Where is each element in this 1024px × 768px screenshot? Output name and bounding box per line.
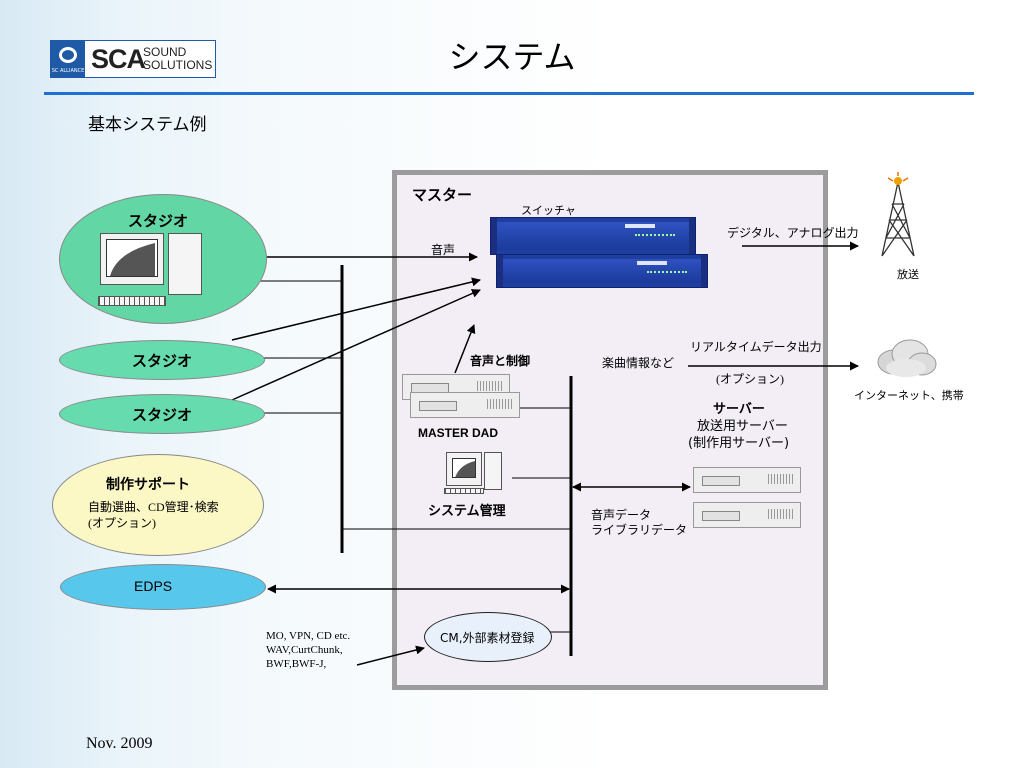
keyboard: [98, 296, 166, 306]
switcher-rack-icon: [490, 217, 696, 255]
server-line1: 放送用サーバー: [697, 419, 788, 434]
logo-subtext: SOUND SOLUTIONS: [143, 46, 212, 72]
format-line1: MO, VPN, CD etc.: [266, 630, 351, 642]
audio-data-label: 音声データ: [591, 508, 652, 522]
edps-label: EDPS: [134, 578, 173, 594]
master-dad-label: MASTER DAD: [418, 426, 498, 440]
cm-register-node: [424, 612, 552, 662]
studio-main-label: スタジオ: [128, 212, 189, 230]
format-line2: WAV,CurtChunk,: [266, 644, 343, 656]
studio2-arrow: [231, 277, 481, 341]
server-title: サーバー: [713, 402, 765, 417]
audio-control-label: 音声と制御: [470, 354, 531, 368]
logo-mark: SCA: [91, 44, 146, 74]
studio-2-node: [59, 340, 265, 380]
switcher-rack-2-icon: [496, 254, 708, 288]
broadcast-label: 放送: [897, 269, 919, 281]
dad-control-arrow: [454, 324, 476, 374]
logo-circle-icon: [59, 47, 77, 63]
cloud-icon: [877, 339, 937, 377]
page-title: システム: [448, 38, 576, 76]
production-server-icon: [693, 502, 801, 528]
internet-label: インターネット、携帯: [854, 390, 964, 402]
sc-alliance-badge: SC ALLIANCE: [51, 41, 85, 77]
format-line3: BWF,BWF-J,: [266, 658, 327, 670]
monitor: [100, 233, 164, 285]
slide-subtitle: 基本システム例: [88, 115, 207, 135]
logo-sub-line2: SOLUTIONS: [143, 58, 213, 72]
pc-tower: [168, 233, 202, 295]
song-info-label: 楽曲情報など: [602, 356, 675, 370]
support-line2: (オプション): [88, 516, 156, 530]
logo-sub-line1: SOUND: [143, 45, 187, 59]
studio-2-label: スタジオ: [132, 352, 193, 370]
badge-text: SC ALLIANCE: [51, 68, 85, 74]
studio-3-node: [59, 394, 265, 434]
title-rule: [44, 92, 974, 95]
sca-logo: SC ALLIANCE SCA SOUND SOLUTIONS: [50, 40, 216, 78]
digital-analog-label: デジタル、アナログ出力: [727, 226, 859, 240]
edps-node: [60, 564, 266, 610]
library-data-label: ライブラリデータ: [591, 523, 688, 537]
studio-3-label: スタジオ: [132, 406, 193, 424]
cm-register-label: CM,外部素材登録: [440, 631, 535, 645]
audio-label: 音声: [431, 243, 456, 257]
production-support-node: [52, 454, 264, 556]
support-title: 制作サポート: [106, 477, 190, 493]
broadcast-server-icon: [693, 467, 801, 493]
server-line2: (制作用サーバー): [688, 436, 790, 451]
support-line1: 自動選曲、CD管理･検索: [88, 500, 219, 514]
realtime-out-label: リアルタイムデータ出力: [690, 340, 822, 354]
master-title: マスター: [412, 186, 473, 204]
switcher-label: スイッチャ: [521, 205, 576, 217]
system-admin-label: システム管理: [428, 504, 506, 519]
format-arrow: [356, 645, 425, 666]
studio3-arrow: [231, 289, 481, 401]
broadcast-tower-icon: [881, 172, 915, 257]
footer-date: Nov. 2009: [86, 735, 153, 752]
master-dad-unit-2-icon: [410, 392, 520, 418]
realtime-option-label: (オプション): [716, 372, 784, 386]
